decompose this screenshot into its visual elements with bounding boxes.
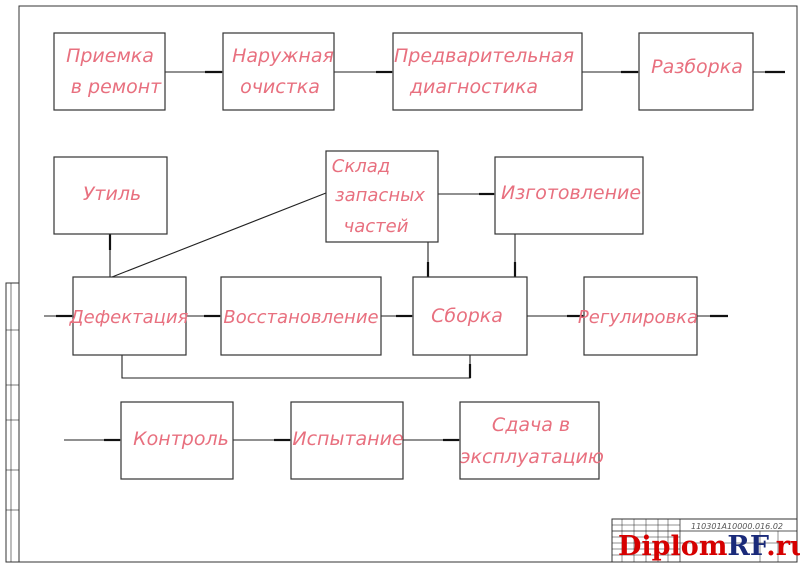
block-assembly-line1: Сборка xyxy=(431,305,503,327)
watermark-text: DiplomRF.ru xyxy=(618,531,800,562)
block-warehouse-line2: запасных xyxy=(335,185,425,206)
block-acceptance-line2: в ремонт xyxy=(71,76,162,98)
block-spare-parts-warehouse: Склад запасных частей xyxy=(325,150,439,243)
block-disassembly-line1: Разборка xyxy=(651,56,743,78)
block-testing: Испытание xyxy=(290,401,404,480)
block-warehouse-line3: частей xyxy=(344,216,409,237)
block-restoration: Восстановление xyxy=(220,276,382,356)
block-warehouse-line1: Склад xyxy=(332,156,390,177)
block-adjustment-line1: Регулировка xyxy=(578,307,698,328)
block-scrap: Утиль xyxy=(53,156,168,235)
block-scrap-line1: Утиль xyxy=(83,183,141,205)
block-testing-line1: Испытание xyxy=(292,428,403,450)
block-manufacturing-line1: Изготовление xyxy=(501,182,641,204)
block-pre-diagnostics: Предварительная диагностика xyxy=(392,32,583,111)
block-pre-diagnostics-line1: Предварительная xyxy=(394,45,574,67)
block-control-line1: Контроль xyxy=(133,428,229,450)
block-control: Контроль xyxy=(120,401,234,480)
block-disassembly: Разборка xyxy=(638,32,754,111)
block-external-cleaning: Наружная очистка xyxy=(222,32,335,111)
block-handover: Сдача в эксплуатацию xyxy=(459,401,604,480)
block-handover-line2: эксплуатацию xyxy=(460,446,604,468)
block-assembly: Сборка xyxy=(412,276,528,356)
block-external-cleaning-line2: очистка xyxy=(240,76,320,98)
block-pre-diagnostics-line2: диагностика xyxy=(409,76,538,98)
watermark-logo: DiplomRF.ru xyxy=(618,531,800,562)
block-acceptance: Приемка в ремонт xyxy=(53,32,166,111)
block-restoration-line1: Восстановление xyxy=(223,307,378,328)
block-defect-detection-line1: Дефектация xyxy=(69,307,189,328)
connectors xyxy=(44,70,785,442)
block-handover-line1: Сдача в xyxy=(492,414,570,436)
block-external-cleaning-line1: Наружная xyxy=(232,45,334,67)
title-block: 110301А10000.016.02 xyxy=(611,518,798,563)
document-code: 110301А10000.016.02 xyxy=(691,522,783,531)
block-defect-detection: Дефектация xyxy=(69,276,189,356)
block-manufacturing: Изготовление xyxy=(494,156,644,235)
block-adjustment: Регулировка xyxy=(578,276,698,356)
margin-stamp xyxy=(5,282,20,563)
block-acceptance-line1: Приемка xyxy=(66,45,154,67)
